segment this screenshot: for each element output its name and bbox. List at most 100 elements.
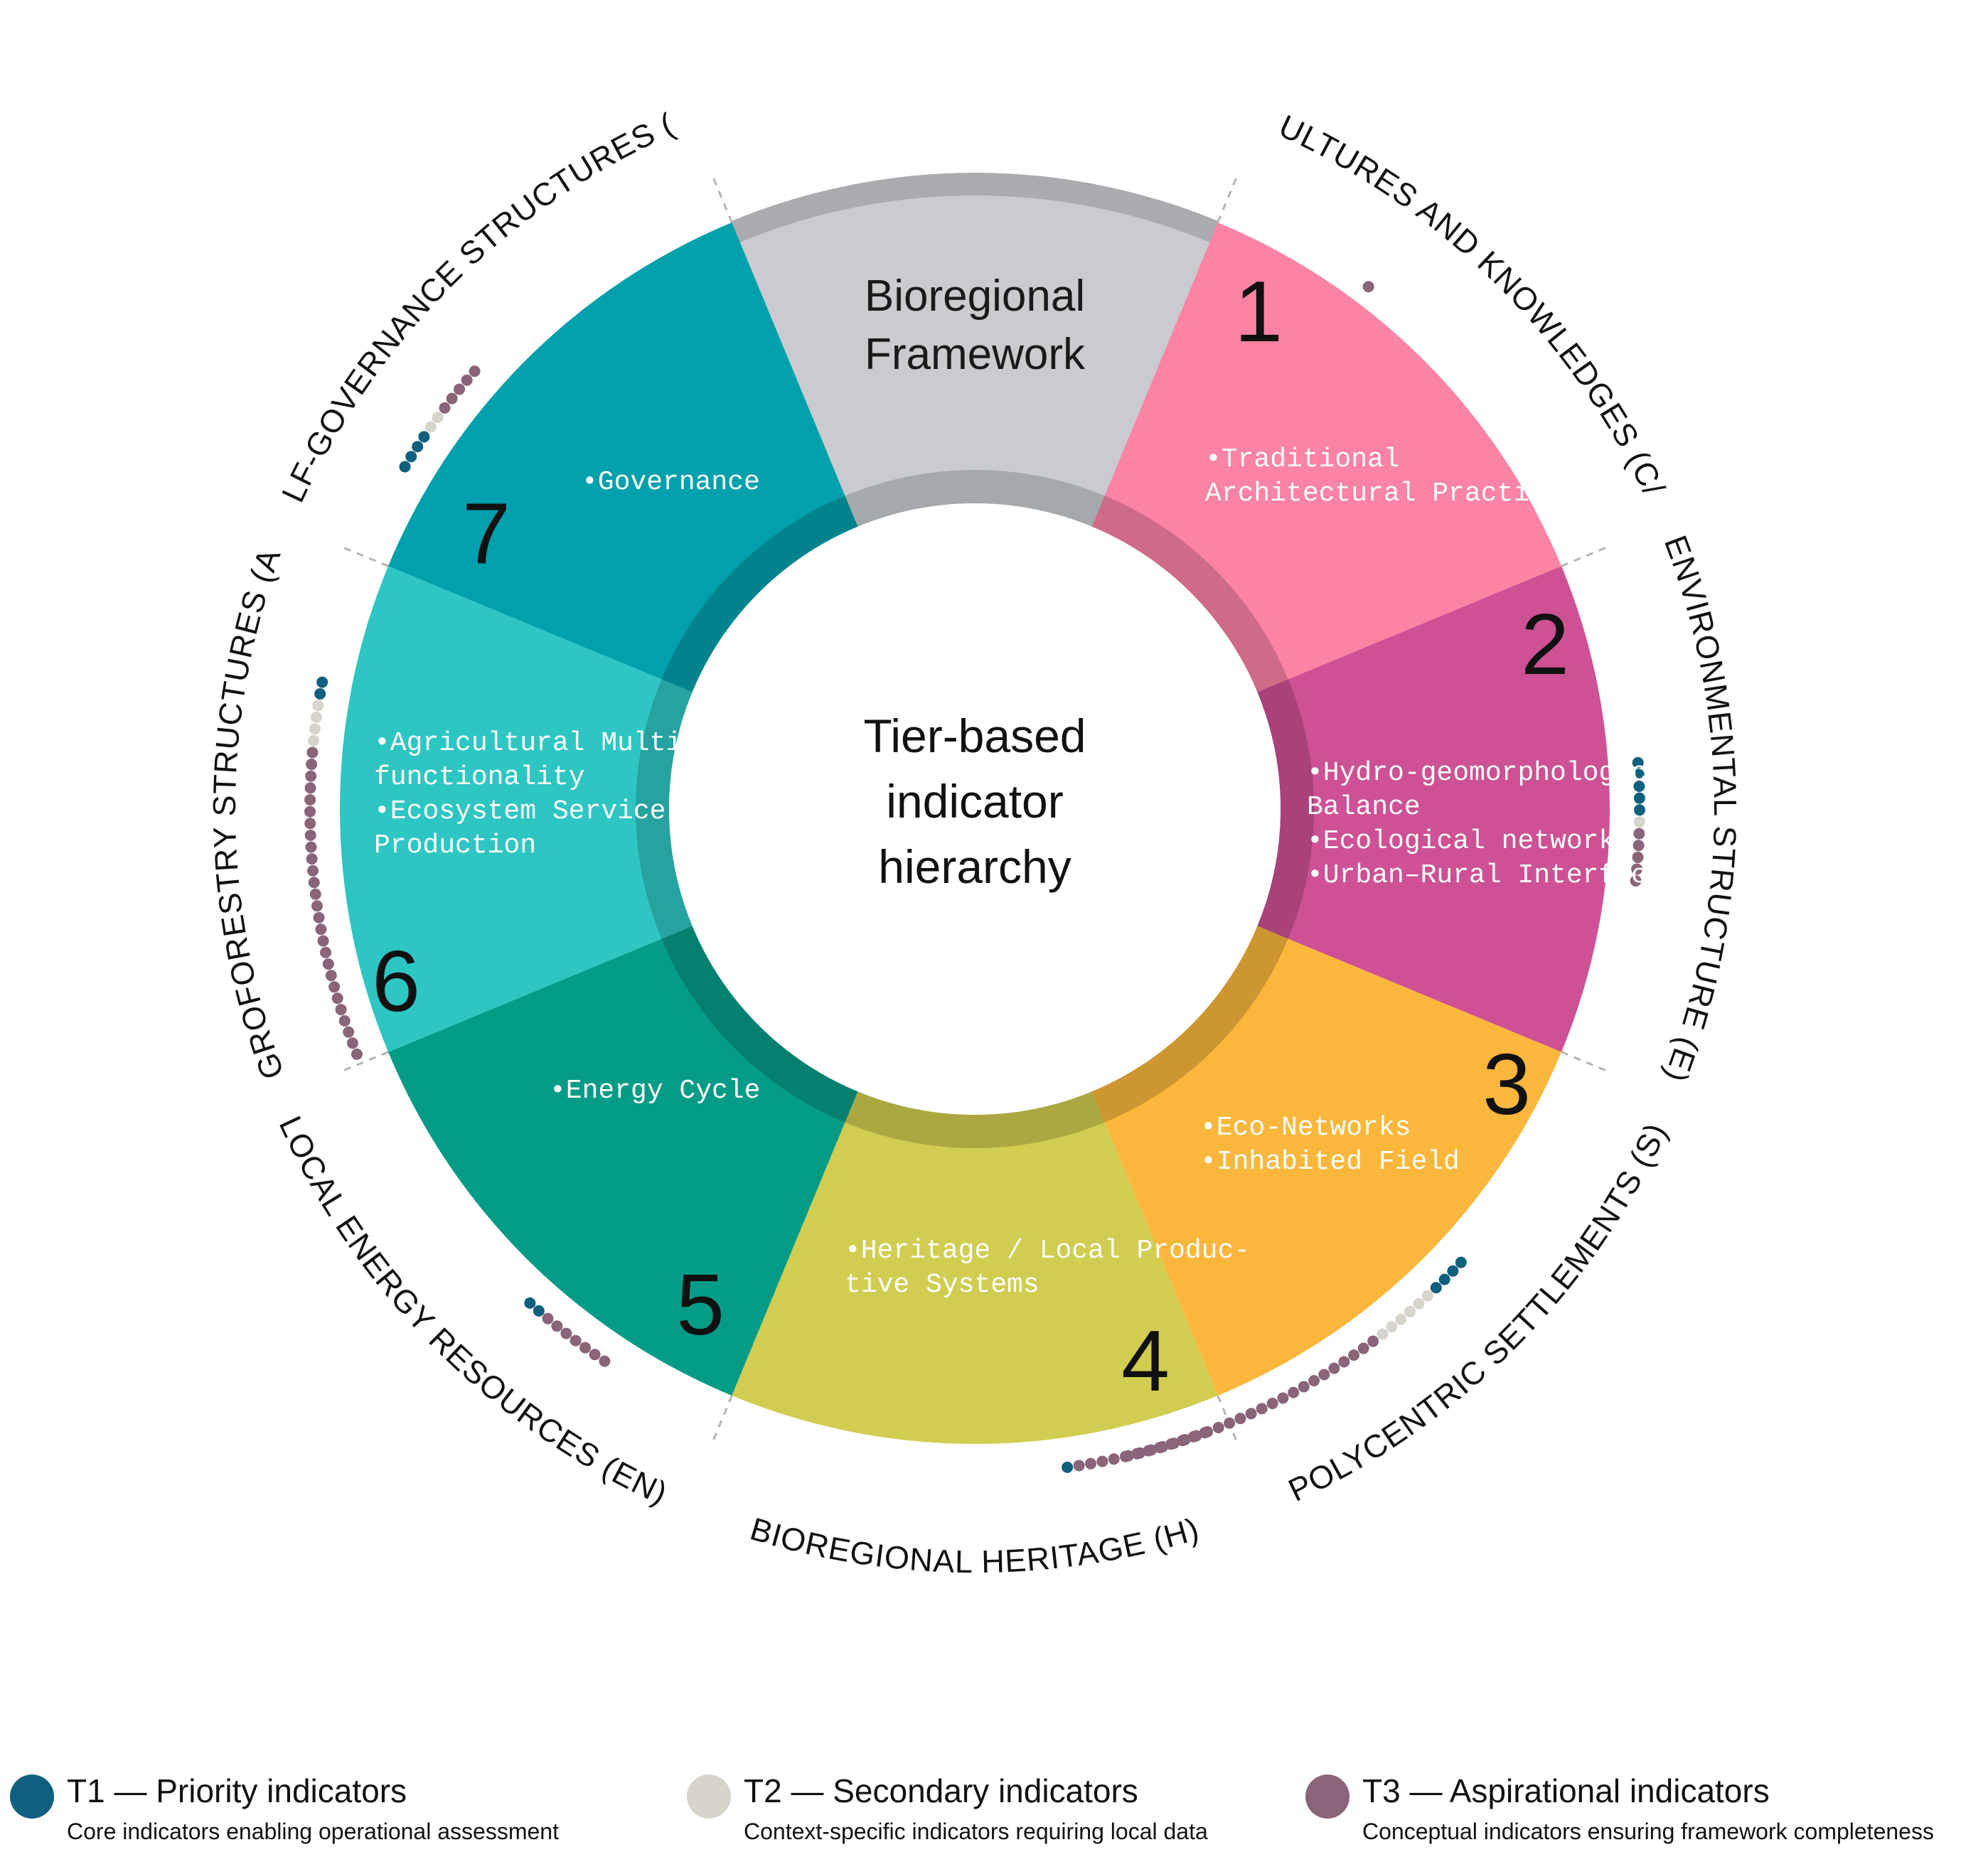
bullet-line: Production: [374, 830, 536, 861]
tier-dot: [325, 970, 337, 982]
sector-6: [340, 566, 670, 1052]
tier-dot: [1177, 1435, 1189, 1447]
outer-label: AGROFORESTRY STRUCTURES (AF): [0, 0, 291, 1084]
inner-ring-4: [845, 1091, 1105, 1148]
tier-dot: [307, 865, 319, 877]
tier-dot: [1073, 1460, 1085, 1472]
center-disc: [669, 503, 1281, 1115]
bullet-line: •Governance: [582, 467, 760, 498]
tier-dot: [1328, 1362, 1340, 1374]
legend-title-t1: T1 — Priority indicators: [67, 1772, 407, 1809]
tier-dot: [1386, 1321, 1398, 1333]
tier-dot: [1131, 1447, 1143, 1460]
inner-tier-ring: [635, 470, 1314, 1148]
tier-dot: [1632, 756, 1644, 769]
tier-dot: [405, 451, 417, 463]
sector-number-2: 2: [1521, 596, 1569, 692]
tier-dot: [524, 1297, 536, 1309]
tier-dot: [461, 374, 473, 386]
bullet-line: •Hydro-geomorphological: [1307, 758, 1680, 788]
tier-dot: [418, 431, 430, 443]
tier-dot: [306, 746, 319, 759]
sector-bullets-4: •Heritage / Local Produc-tive Systems: [845, 1236, 1250, 1300]
tier-dot: [1357, 1342, 1369, 1354]
legend-subtitle-t3: Conceptual indicators ensuring framework…: [1362, 1819, 1934, 1844]
bullet-line: •Eco-Networks: [1200, 1113, 1411, 1143]
tier-dot: [343, 1026, 355, 1038]
tier-dot: [309, 888, 321, 900]
tier-dot: [1108, 1453, 1120, 1465]
tier-dot: [1318, 1369, 1330, 1381]
tier-dot: [1256, 1403, 1268, 1415]
bullet-line: •Inhabited Field: [1200, 1147, 1460, 1177]
outer-label-text: AGROFORESTRY STRUCTURES (AF): [0, 0, 290, 1084]
tier-dot: [1266, 1398, 1278, 1410]
sector-number-1: 1: [1234, 263, 1283, 360]
sector-bullets-7: •Governance: [582, 467, 760, 498]
tier-dot: [307, 734, 319, 746]
sector-7: [388, 222, 849, 683]
tier-dot: [412, 441, 424, 453]
tier-dot: [1143, 1445, 1155, 1457]
tier-dot: [351, 1048, 363, 1060]
tier-dot: [304, 805, 316, 818]
tier-dot: [1632, 840, 1645, 852]
legend-subtitle-t2: Context-specific indicators requiring lo…: [744, 1819, 1208, 1844]
bullet-line: •Ecosystem Service: [374, 796, 666, 827]
tier-dot: [320, 946, 332, 958]
tier-dot: [1631, 863, 1643, 875]
tier-dot: [1288, 1386, 1300, 1398]
tier-dot: [579, 1342, 592, 1354]
tier-dot: [1199, 1427, 1211, 1439]
tier-dot: [315, 924, 327, 936]
divider-line: [1561, 547, 1606, 567]
tier-dot: [1062, 1461, 1074, 1473]
tier-dot: [308, 877, 320, 889]
inner-ring-2: [1257, 679, 1314, 939]
tier-dot: [1633, 828, 1645, 840]
tier-dot: [317, 935, 329, 947]
tier-dot: [1404, 1305, 1416, 1317]
sector-5: [388, 935, 849, 1396]
tier-dot: [310, 711, 322, 723]
outer-label: BIOREGIONAL HERITAGE (H): [747, 1510, 1204, 1580]
sector-bullets-5: •Energy Cycle: [550, 1076, 760, 1106]
legend-title-t2: T2 — Secondary indicators: [744, 1772, 1138, 1809]
tier-dot: [439, 402, 451, 414]
tier-dot: [446, 392, 458, 405]
tier-dot: [1632, 769, 1645, 781]
tier-dot: [309, 723, 321, 735]
tier-dot: [311, 900, 323, 912]
tier-dot: [551, 1320, 563, 1332]
tier-dot: [1338, 1356, 1350, 1368]
framework-title-line: Bioregional: [865, 272, 1085, 321]
bullet-line: •Ecological network: [1307, 826, 1615, 857]
inner-ring-7: [661, 496, 858, 692]
inner-ring-3: [1091, 926, 1288, 1123]
sector-1: [1101, 222, 1562, 683]
tier-dot: [1395, 1313, 1407, 1325]
tier-dot: [424, 421, 437, 433]
tier-dot: [331, 992, 343, 1005]
framework-title-line: Framework: [865, 330, 1086, 379]
tier-dot: [1119, 1450, 1131, 1462]
tier-dot: [1308, 1375, 1320, 1387]
bullet-line: Architectural Practices: [1205, 478, 1578, 509]
tier-dot: [1633, 804, 1645, 816]
sector-number-4: 4: [1121, 1312, 1170, 1409]
tier-dot: [1367, 1335, 1379, 1347]
tier-dot: [304, 793, 316, 805]
tier-dot: [313, 911, 325, 924]
tier-dot: [322, 958, 334, 970]
tier-dot: [1362, 281, 1374, 293]
tier-dot: [399, 461, 411, 473]
tier-dot: [1212, 1421, 1224, 1433]
inner-ring-6: [635, 679, 693, 939]
divider-line: [712, 178, 733, 223]
tier-dot: [469, 365, 481, 378]
sector-bullets-3: •Eco-Networks •Inhabited Field: [1200, 1113, 1460, 1177]
